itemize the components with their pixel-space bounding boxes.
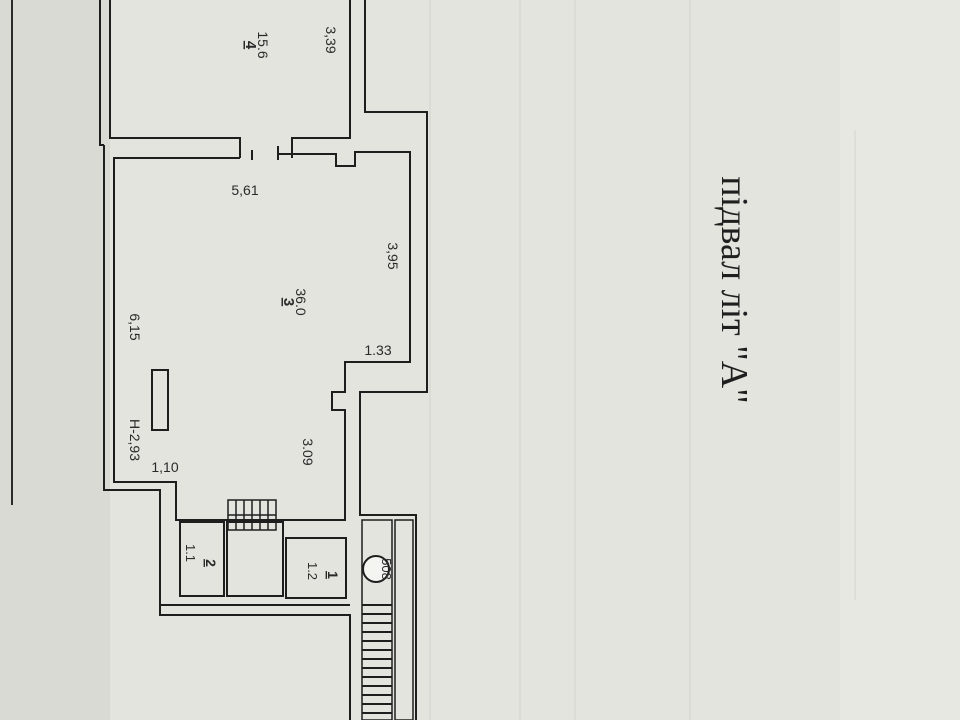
room-3-number: 3 <box>280 298 297 306</box>
room-1-area: 1.2 <box>305 562 320 580</box>
stair-marker-label: 508 <box>379 558 394 580</box>
inner-stair <box>227 499 277 531</box>
paper-shade-left <box>0 0 110 720</box>
lower-rooms-walls <box>160 521 350 606</box>
door-marks <box>251 146 279 160</box>
outer-walls <box>99 0 428 720</box>
faint-guide-lines <box>429 0 856 720</box>
entrance-stair <box>361 519 414 720</box>
floor-title: підвал літ "А" <box>713 176 755 403</box>
dimension-133: 1.33 <box>364 342 391 358</box>
room-4-number: 4 <box>242 41 259 50</box>
room-2-number: 2 <box>203 559 219 567</box>
room-1-number: 1 <box>325 571 341 579</box>
dimension-561: 5,61 <box>231 182 258 198</box>
dimension-339: 3,39 <box>323 26 339 53</box>
stair-marker-circle <box>362 555 390 583</box>
dimension-h293: H-2,93 <box>127 419 143 461</box>
paper-shade-right <box>840 0 960 720</box>
room-3-walls <box>113 151 411 521</box>
dimension-395: 3,95 <box>385 242 401 269</box>
room-2-area: 1.1 <box>183 544 198 562</box>
radiator-symbol <box>151 369 169 431</box>
room-4-walls <box>109 0 351 158</box>
dimension-309: 3.09 <box>300 438 316 465</box>
dimension-615: 6,15 <box>127 313 143 340</box>
room-3-area: 36.0 <box>293 288 309 315</box>
room-4-area: 15.6 <box>255 31 271 58</box>
entrance-stair-treads <box>362 604 392 714</box>
dimension-110: 1,10 <box>151 459 178 475</box>
